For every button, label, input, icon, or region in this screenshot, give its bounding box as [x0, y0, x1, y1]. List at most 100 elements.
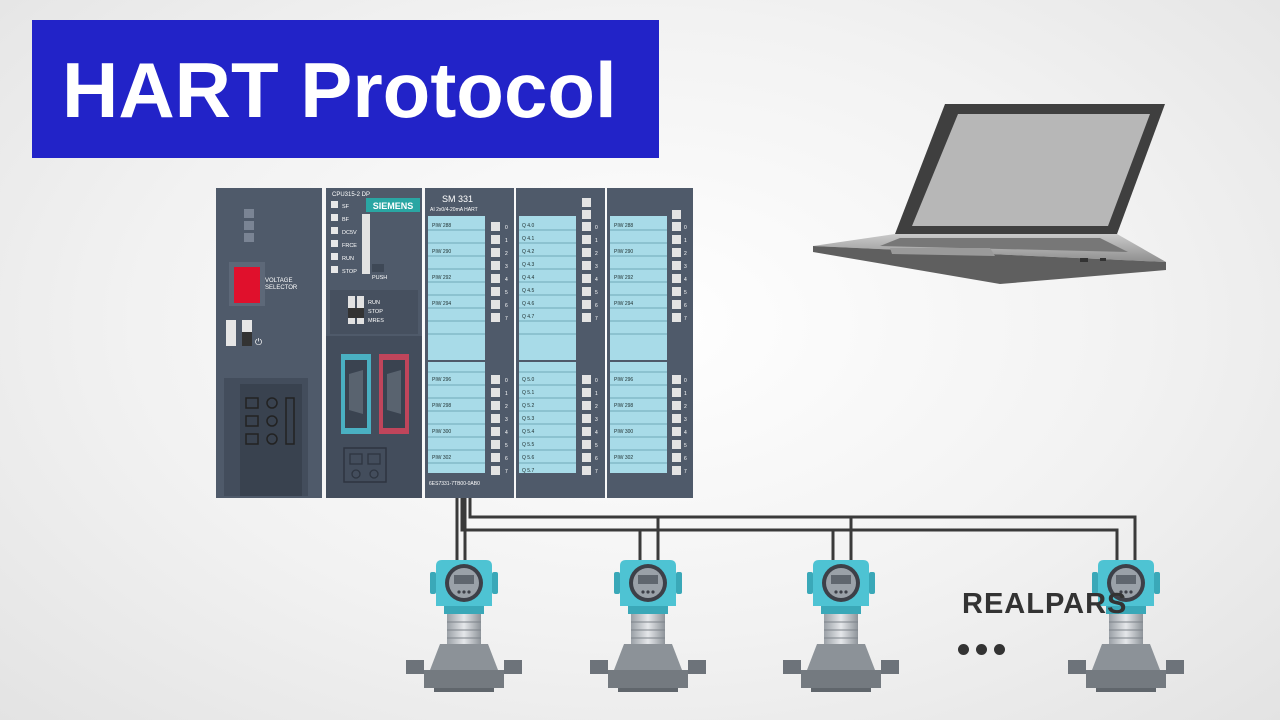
output-slot-label: Q 5.5	[522, 442, 534, 448]
led-stop-label: STOP	[342, 269, 357, 275]
output-slot-label: Q 4.4	[522, 275, 534, 281]
channel-number: 0	[595, 378, 598, 384]
analog2-slot-label: PIW 294	[614, 301, 633, 307]
channel-number: 0	[684, 225, 687, 231]
led-dc5v-label: DC5V	[342, 230, 357, 236]
digital-output-module: Q 4.0Q 4.1Q 4.2Q 4.3Q 4.4Q 4.5Q 4.6Q 4.7…	[516, 188, 605, 498]
channel-number: 7	[595, 316, 598, 322]
channel-number: 7	[595, 469, 598, 475]
channel-number: 2	[684, 404, 687, 410]
channel-number: 2	[684, 251, 687, 257]
channel-number: 4	[684, 430, 687, 436]
output-slot-label: Q 5.1	[522, 390, 534, 396]
hart-transmitter	[589, 559, 707, 693]
output-slot-label: Q 4.2	[522, 249, 534, 255]
channel-number: 7	[505, 469, 508, 475]
channel-number: 2	[595, 251, 598, 257]
channel-number: 5	[505, 443, 508, 449]
voltage-selector-switch[interactable]	[234, 267, 260, 303]
sm331-slot-label: PIW 290	[432, 249, 451, 255]
channel-number: 3	[595, 417, 598, 423]
analog2-slot-label: PIW 292	[614, 275, 633, 281]
hart-transmitter	[405, 559, 523, 693]
realpars-logo: REALPARS	[962, 588, 1128, 620]
mode-mres-label: MRES	[368, 318, 384, 324]
channel-number: 6	[684, 303, 687, 309]
output-slot-label: Q 4.6	[522, 301, 534, 307]
channel-number: 3	[684, 264, 687, 270]
channel-number: 3	[505, 417, 508, 423]
sm331-slot-label: PIW 298	[432, 403, 451, 409]
output-slot-label: Q 4.0	[522, 223, 534, 229]
mode-run-label: RUN	[368, 300, 380, 306]
channel-number: 1	[505, 391, 508, 397]
sm331-slot-label: PIW 294	[432, 301, 451, 307]
analog-input-module-2: PIW 288 PIW 290 PIW 292 PIW 294 PIW 296 …	[607, 188, 693, 498]
hart-transmitter	[782, 559, 900, 693]
channel-number: 0	[505, 225, 508, 231]
ellipsis-dot	[976, 644, 987, 655]
sm331-subtitle: AI 2x0/4-20mA HART	[430, 207, 478, 213]
sm331-order-number: 6ES7331-7TB00-0AB0	[429, 481, 480, 487]
power-icon: ⏻	[255, 337, 262, 347]
output-slot-label: Q 4.5	[522, 288, 534, 294]
led-bf-label: BF	[342, 217, 350, 223]
channel-number: 7	[684, 469, 687, 475]
channel-number: 1	[684, 238, 687, 244]
channel-number: 7	[505, 316, 508, 322]
laptop-icon	[813, 104, 1166, 284]
output-slot-label: Q 5.6	[522, 455, 534, 461]
output-slot-label: Q 5.2	[522, 403, 534, 409]
channel-number: 6	[505, 303, 508, 309]
page-title: HART Protocol	[62, 46, 617, 134]
power-supply-module: VOLTAGE SELECTOR ⏻	[216, 188, 322, 498]
channel-number: 7	[684, 316, 687, 322]
channel-number: 1	[505, 238, 508, 244]
led-run-label: RUN	[342, 256, 354, 262]
channel-number: 1	[595, 391, 598, 397]
cpu-module: CPU315-2 DP SIEMENS SF BF DC5V FRCE RUN …	[326, 188, 422, 498]
output-slot-label: Q 4.7	[522, 314, 534, 320]
hart-transmitter	[1067, 559, 1185, 693]
channel-number: 0	[595, 225, 598, 231]
channel-number: 4	[684, 277, 687, 283]
title-banner: HART Protocol	[32, 20, 659, 158]
channel-number: 2	[505, 251, 508, 257]
channel-number: 4	[595, 430, 598, 436]
selector-label: SELECTOR	[265, 285, 298, 291]
channel-number: 1	[684, 391, 687, 397]
output-slot-label: Q 5.3	[522, 416, 534, 422]
channel-number: 6	[595, 303, 598, 309]
channel-number: 6	[505, 456, 508, 462]
hart-wiring	[455, 498, 1137, 560]
ellipsis-dot	[958, 644, 969, 655]
analog2-slot-label: PIW 290	[614, 249, 633, 255]
analog2-slot-label: PIW 300	[614, 429, 633, 435]
led-sf-label: SF	[342, 204, 350, 210]
output-slot-label: Q 5.7	[522, 468, 534, 474]
voltage-label: VOLTAGE	[265, 278, 292, 284]
sm331-title: SM 331	[442, 194, 473, 204]
channel-number: 5	[595, 443, 598, 449]
led-frce-label: FRCE	[342, 243, 357, 249]
sm331-analog-input-module: SM 331 AI 2x0/4-20mA HART PIW 288 PIW 29…	[425, 188, 514, 498]
channel-number: 5	[505, 290, 508, 296]
output-slot-label: Q 5.0	[522, 377, 534, 383]
siemens-brand: SIEMENS	[373, 201, 414, 211]
channel-number: 4	[505, 430, 508, 436]
output-slot-label: Q 4.3	[522, 262, 534, 268]
channel-number: 5	[595, 290, 598, 296]
channel-number: 2	[505, 404, 508, 410]
mode-stop-label: STOP	[368, 309, 383, 315]
channel-number: 3	[595, 264, 598, 270]
channel-number: 6	[595, 456, 598, 462]
analog2-slot-label: PIW 288	[614, 223, 633, 229]
ellipsis-dot	[994, 644, 1005, 655]
channel-number: 5	[684, 443, 687, 449]
channel-number: 6	[684, 456, 687, 462]
channel-number: 2	[595, 404, 598, 410]
push-label: PUSH	[372, 275, 387, 281]
channel-number: 0	[505, 378, 508, 384]
channel-number: 3	[684, 417, 687, 423]
